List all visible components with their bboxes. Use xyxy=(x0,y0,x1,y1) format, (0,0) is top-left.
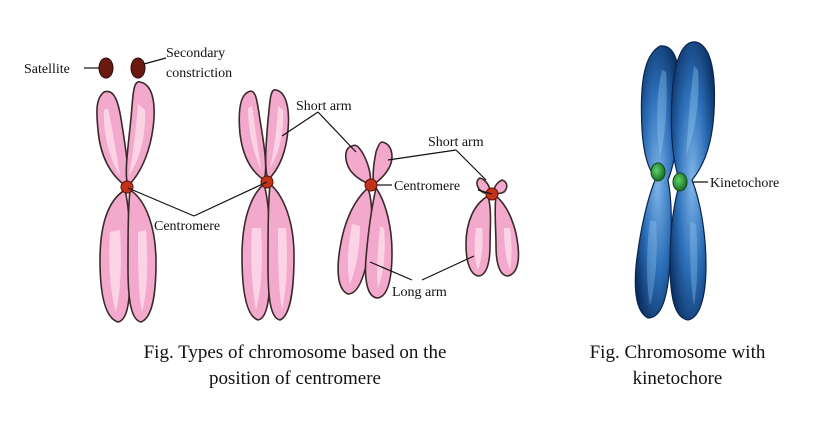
label-centromere-1: Centromere xyxy=(154,219,220,234)
caption-left-line2: position of centromere xyxy=(208,368,381,389)
caption-centromere-types: Fig. Types of chromosome based on the po… xyxy=(60,340,530,392)
stained-chromatid-right xyxy=(669,41,716,321)
leader-centromere-1a xyxy=(127,187,195,217)
acrocentric-chromosome xyxy=(337,141,393,299)
kinetochore-right xyxy=(672,172,688,192)
leader-secondary-constriction xyxy=(143,57,167,65)
label-long-arm: Long arm xyxy=(392,285,447,300)
leader-short-arm-2a xyxy=(387,149,457,161)
leader-long-arm-b xyxy=(421,255,475,281)
chromatid3-upper-left xyxy=(344,144,372,186)
label-kinetochore: Kinetochore xyxy=(710,176,779,191)
kinetochore-left xyxy=(650,162,666,182)
label-secondary-constriction-line2: constriction xyxy=(166,66,232,81)
centromere-3 xyxy=(364,178,378,192)
telocentric-chromosome xyxy=(465,177,520,277)
submetacentric-chromosome xyxy=(238,89,295,321)
leader-lines xyxy=(84,57,708,281)
caption-kinetochore: Fig. Chromosome with kinetochore xyxy=(555,340,800,392)
leader-centromere-2b xyxy=(477,189,493,195)
label-short-arm-2: Short arm xyxy=(428,135,484,150)
chromatid3-upper-right xyxy=(372,141,393,186)
leader-centromere-1b xyxy=(193,181,268,217)
label-secondary-constriction-line1: Secondary xyxy=(166,46,225,61)
leader-short-arm-1a xyxy=(281,111,319,137)
label-centromere-2: Centromere xyxy=(394,179,460,194)
satellite-right xyxy=(130,57,146,79)
metacentric-chromosome-with-satellite xyxy=(96,57,157,323)
label-short-arm-1: Short arm xyxy=(296,99,352,114)
diagram-labels: Satellite Secondary constriction Short a… xyxy=(24,46,779,300)
label-satellite: Satellite xyxy=(24,62,70,77)
satellite-left xyxy=(98,57,114,79)
leader-short-arm-2b xyxy=(455,149,487,181)
centromere-1 xyxy=(120,180,134,194)
leader-long-arm-a xyxy=(369,261,413,281)
caption-right-line2: kinetochore xyxy=(632,368,723,389)
leader-short-arm-1b xyxy=(317,111,357,153)
caption-right-line1: Fig. Chromosome with xyxy=(589,342,766,363)
caption-left-line1: Fig. Types of chromosome based on the xyxy=(143,342,447,363)
stained-chromosome xyxy=(634,41,716,321)
